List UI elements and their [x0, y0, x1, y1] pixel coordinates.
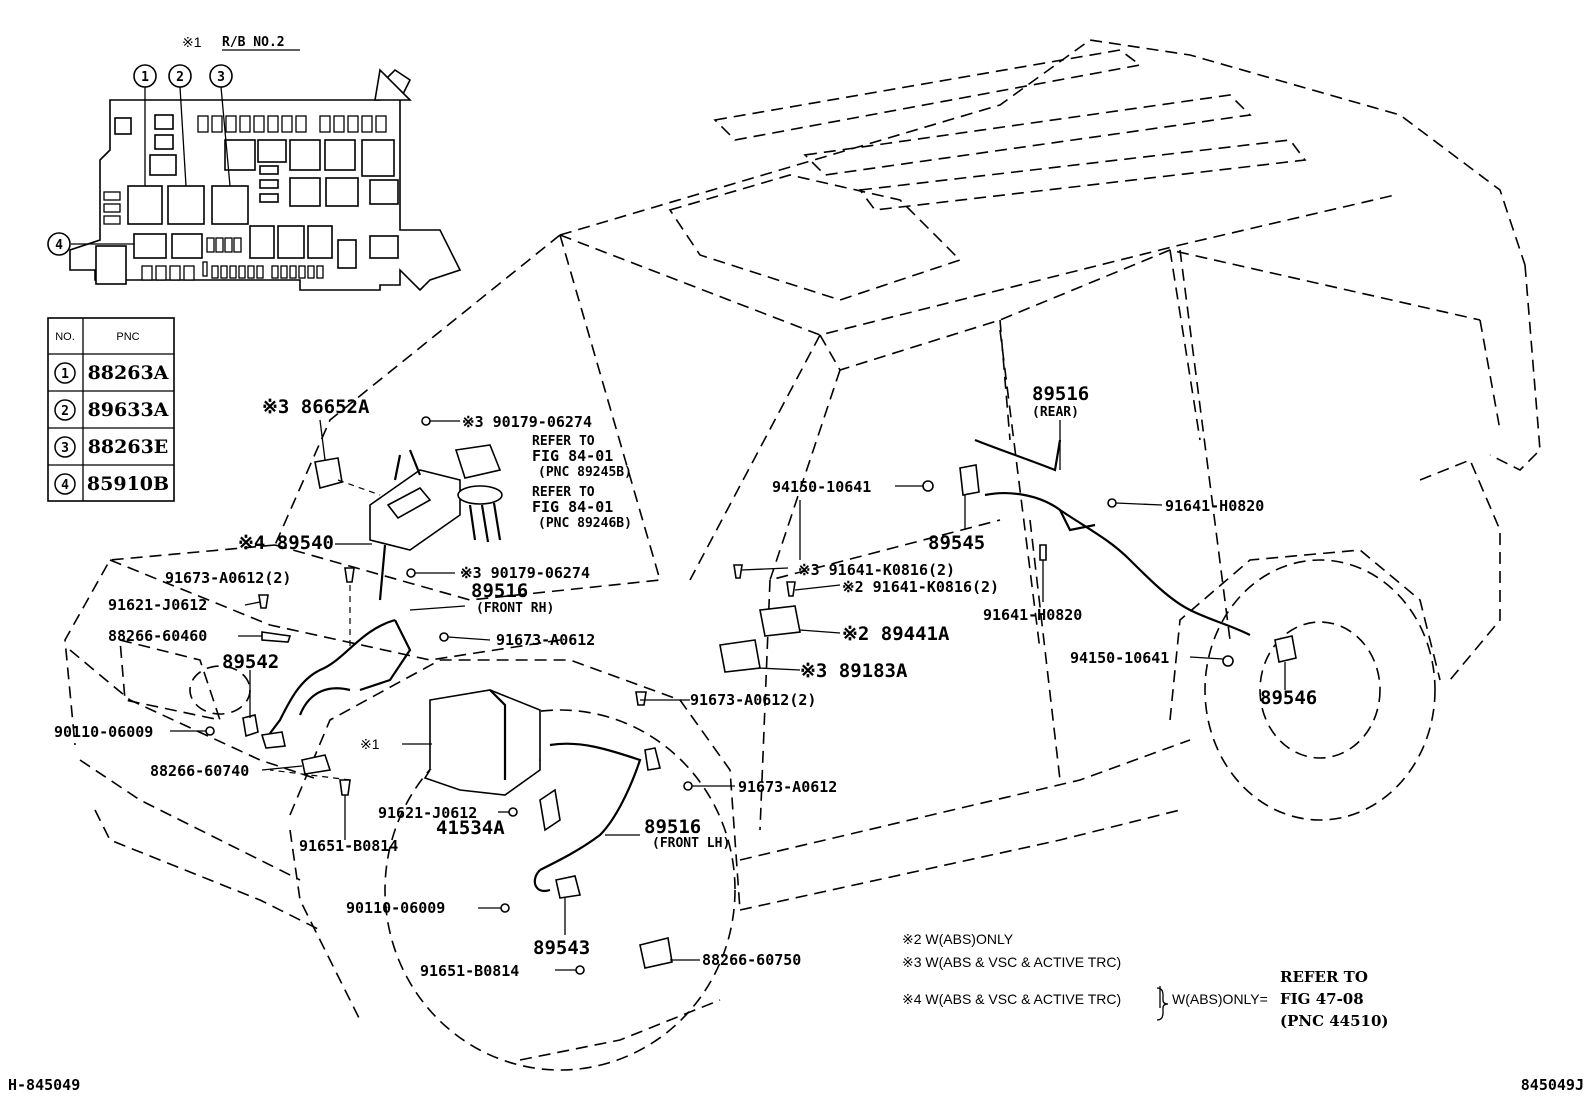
pnc-table-header-pnc: PNC — [116, 331, 139, 343]
pnc-row-no: 3 — [61, 441, 69, 456]
callout-2-label: 2 — [176, 70, 184, 85]
label-94150-bot: 94150-10641 — [1070, 649, 1169, 667]
pnc-table: NO. PNC 1 88263A 2 89633A 3 88263E 4 859… — [47, 317, 175, 502]
note-refer-to: REFER TO — [1280, 968, 1368, 986]
label-91641-k2: ※2 91641-K0816(2) — [842, 578, 999, 596]
label-star1: ※1 — [360, 736, 380, 752]
label-89540: ※4 89540 — [238, 532, 334, 554]
footer-left-code: H-845049 — [8, 1076, 80, 1094]
label-91621-bot: 91621-J0612 — [378, 804, 477, 822]
label-91673-b2: 91673-A0612(2) — [690, 691, 816, 709]
relay-block-title-mark: ※1 — [182, 34, 202, 50]
pnc-table-row: 2 89633A — [54, 399, 169, 421]
label-89545: 89545 — [928, 532, 985, 554]
pnc-row-value: 89633A — [88, 399, 169, 421]
label-91641-k3: ※3 91641-K0816(2) — [798, 561, 955, 579]
label-90179-mid: ※3 90179-06274 — [460, 564, 590, 582]
label-91651-top: 91651-B0814 — [299, 837, 398, 855]
pnc-row-no: 1 — [61, 367, 69, 382]
callout-3-label: 3 — [217, 70, 225, 85]
leader-lines — [170, 420, 1286, 1008]
label-89516-rear-sub: (REAR) — [1032, 405, 1079, 420]
callout-1 — [133, 64, 157, 88]
label-91673-rh: 91673-A0612 — [496, 631, 595, 649]
label-refer1-c: (PNC 89245B) — [538, 465, 632, 480]
pnc-row-value: 88263E — [88, 436, 169, 458]
label-88266-60740: 88266-60740 — [150, 762, 249, 780]
label-91673-lh: 91673-A0612 — [738, 778, 837, 796]
label-89542: 89542 — [222, 651, 279, 673]
pnc-row-value: 85910B — [87, 473, 169, 495]
note-refer-pnc: (PNC 44510) — [1280, 1012, 1389, 1030]
label-89516-rear: 89516 — [1032, 383, 1089, 405]
note-star2: ※2 W(ABS)ONLY — [902, 931, 1014, 947]
label-90110-bot: 90110-06009 — [346, 899, 445, 917]
callout-4-label: 4 — [55, 238, 63, 253]
callout-2 — [168, 64, 192, 88]
pnc-table-row: 3 88263E — [54, 436, 169, 458]
label-86652a: ※3 86652A — [262, 396, 370, 418]
label-89543: 89543 — [533, 937, 590, 959]
callout-4 — [47, 232, 71, 256]
label-88266-60460: 88266-60460 — [108, 627, 207, 645]
label-91651-bot: 91651-B0814 — [420, 962, 519, 980]
pnc-row-no: 2 — [61, 404, 69, 419]
label-89516-front-rh-sub: (FRONT RH) — [476, 601, 554, 616]
label-91621-top: 91621-J0612 — [108, 596, 207, 614]
label-41534a: 41534A — [436, 817, 505, 839]
label-89441a: ※2 89441A — [842, 623, 950, 645]
note-star4: ※4 W(ABS & VSC & ACTIVE TRC) — [902, 991, 1121, 1007]
pnc-table-header-no: NO. — [55, 331, 75, 343]
note-refer-fig: FIG 47-08 — [1280, 990, 1364, 1008]
label-refer2-b: FIG 84-01 — [532, 498, 613, 516]
label-89516-front-lh-sub: (FRONT LH) — [652, 836, 730, 851]
callout-1-label: 1 — [141, 70, 149, 85]
label-91641-h-top: 91641-H0820 — [1165, 497, 1264, 515]
label-refer2-c: (PNC 89246B) — [538, 516, 632, 531]
callout-3 — [209, 64, 233, 88]
footer-right-code: 845049J — [1521, 1076, 1584, 1094]
label-94150-top: 94150-10641 — [772, 478, 871, 496]
relay-block-diagram: 1 2 3 4 ※1 R/B NO.2 — [47, 34, 462, 292]
note-star3: ※3 W(ABS & VSC & ACTIVE TRC) — [902, 954, 1121, 970]
label-refer1-b: FIG 84-01 — [532, 447, 613, 465]
label-90179-top: ※3 90179-06274 — [462, 413, 592, 431]
label-88266-60750: 88266-60750 — [702, 951, 801, 969]
notes-legend: ※2 W(ABS)ONLY ※3 W(ABS & VSC & ACTIVE TR… — [902, 931, 1389, 1030]
note-star4-suffix: W(ABS)ONLY= — [1172, 991, 1268, 1007]
label-refer2-a: REFER TO — [532, 485, 595, 500]
part-drawings — [205, 416, 1297, 975]
label-89183a: ※3 89183A — [800, 660, 908, 682]
label-89546: 89546 — [1260, 687, 1317, 709]
label-91673-a2: 91673-A0612(2) — [165, 569, 291, 587]
relay-block-title: R/B NO.2 — [222, 35, 285, 50]
part-labels: ※3 86652A ※3 90179-06274 REFER TO FIG 84… — [54, 383, 1317, 980]
pnc-row-no: 4 — [61, 478, 69, 493]
label-91641-h-mid: 91641-H0820 — [983, 606, 1082, 624]
pnc-table-row: 4 85910B — [54, 473, 169, 495]
label-refer1-a: REFER TO — [532, 434, 595, 449]
pnc-table-row: 1 88263A — [54, 362, 169, 384]
label-90110-top: 90110-06009 — [54, 723, 153, 741]
label-89516-front-rh: 89516 — [471, 580, 528, 602]
pnc-row-value: 88263A — [88, 362, 169, 384]
label-89516-front-lh: 89516 — [644, 816, 701, 838]
